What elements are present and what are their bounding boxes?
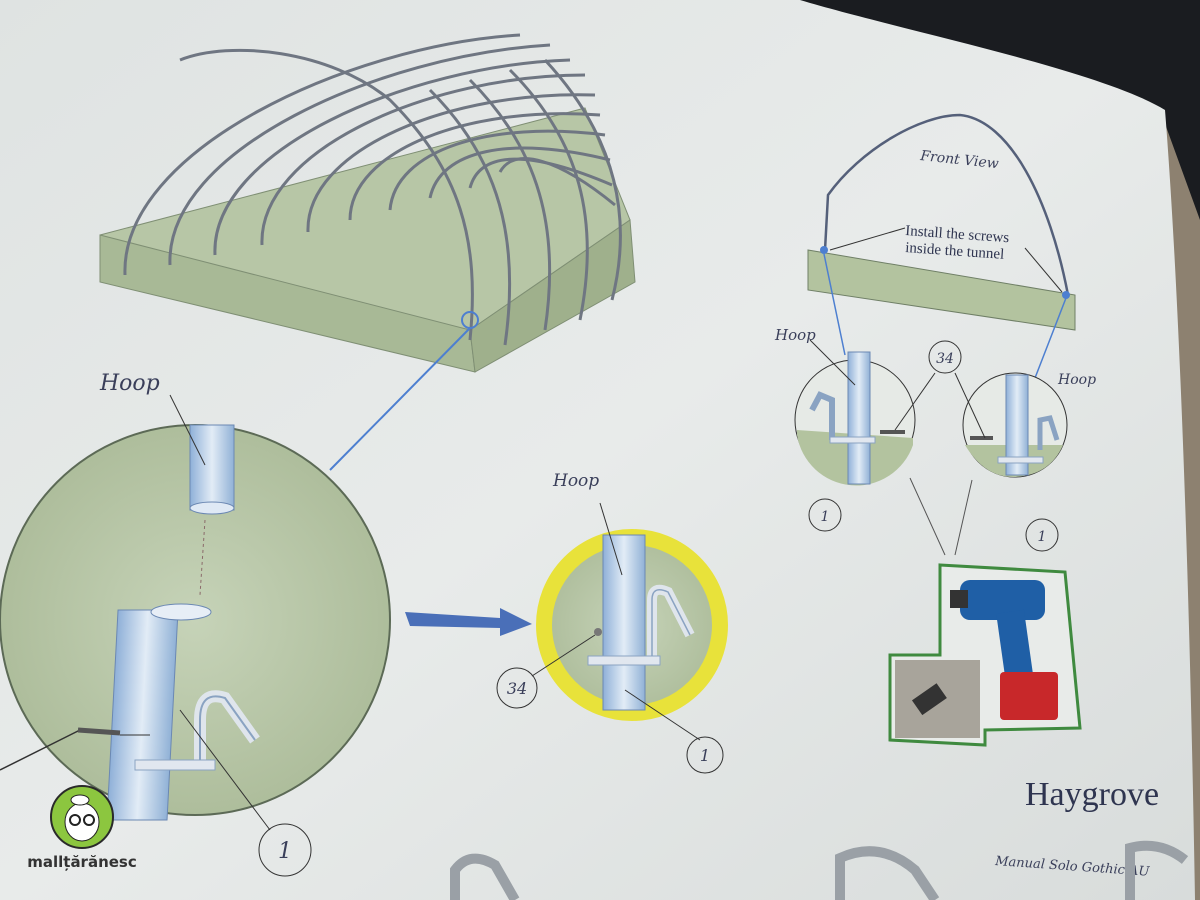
hoop-label-main: Hoop	[99, 371, 160, 396]
hoop-insertion-detail	[0, 394, 391, 831]
hoop-label-detail: Hoop	[552, 471, 599, 491]
watermark-text: mallțărănesc	[27, 853, 137, 871]
screw-installed-detail	[531, 502, 728, 741]
brand-logo: Haygrove	[1025, 776, 1159, 813]
binder-ring	[835, 846, 940, 900]
front-right-detail	[962, 372, 1068, 478]
part-1-label-front-right: 1	[1038, 529, 1047, 545]
part-1-label-detail: 1	[700, 746, 710, 765]
front-left-detail	[794, 351, 916, 486]
part-1-label: 1	[278, 839, 292, 864]
hoop-label-front-left: Hoop	[774, 326, 816, 344]
part-1-label-front-left: 1	[821, 509, 830, 525]
part-34-label: 34	[507, 679, 527, 698]
binder-ring	[450, 853, 520, 900]
part-1-callout-main: 1	[258, 823, 312, 877]
install-note-line2: inside the tunnel	[905, 240, 1005, 263]
binder-ring	[1125, 840, 1189, 900]
part-34-label-front: 34	[936, 351, 954, 367]
install-note-line1: Install the screws	[905, 223, 1010, 246]
hoop-label-front-right: Hoop	[1057, 372, 1096, 388]
drill-illustration	[888, 563, 1082, 747]
front-view-diagram	[807, 113, 1076, 379]
watermark-logo: mallțărănesc	[27, 785, 137, 871]
tunnel-illustration	[99, 33, 636, 471]
arrow-icon	[405, 608, 532, 636]
